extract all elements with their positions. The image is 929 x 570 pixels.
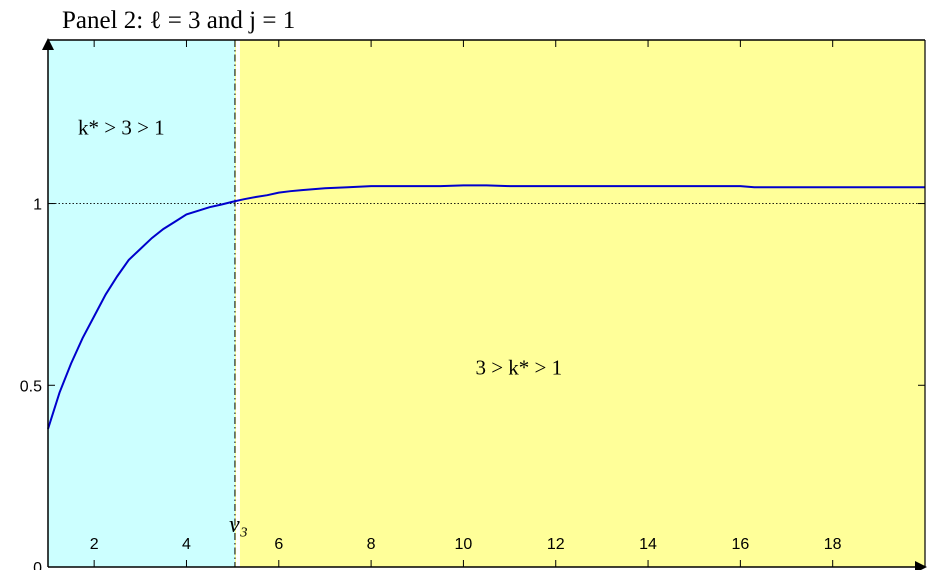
x-tick-label: 18 [824,536,842,553]
x-tick-label: 12 [547,536,565,553]
series-group [47,184,925,430]
y-tick-label: 1 [33,197,42,214]
y-tick-label: 0 [33,560,42,570]
threshold-gap [235,40,240,567]
tick-group: 2 4 6 8 10 12 14 16 18 0 0.5 1 [20,40,925,570]
x-tick-label: 8 [367,536,376,553]
chart-title: Panel 2: ℓ = 3 and j = 1 [62,7,295,34]
x-tick-label: 2 [90,536,99,553]
region-label-right: 3 > k* > 1 [475,355,562,379]
region-label-left: k* > 3 > 1 [78,115,165,139]
x-tick-label: 16 [731,536,749,553]
x-tick-label: 6 [274,536,283,553]
label-group: k* > 3 > 1 3 > k* > 1 ν₃ [78,115,562,538]
axes [42,38,927,570]
x-tick-label: 14 [639,536,657,553]
threshold-label: ν₃ [229,512,248,538]
region-1 [234,40,926,567]
x-tick-label: 4 [182,536,191,553]
y-tick-label: 0.5 [20,378,42,395]
y-axis-arrow [42,38,54,50]
x-tick-label: 10 [455,536,473,553]
series-line-0 [47,184,925,430]
chart-regions [48,40,926,567]
region-0 [48,40,235,567]
x-axis-arrow [915,561,927,570]
